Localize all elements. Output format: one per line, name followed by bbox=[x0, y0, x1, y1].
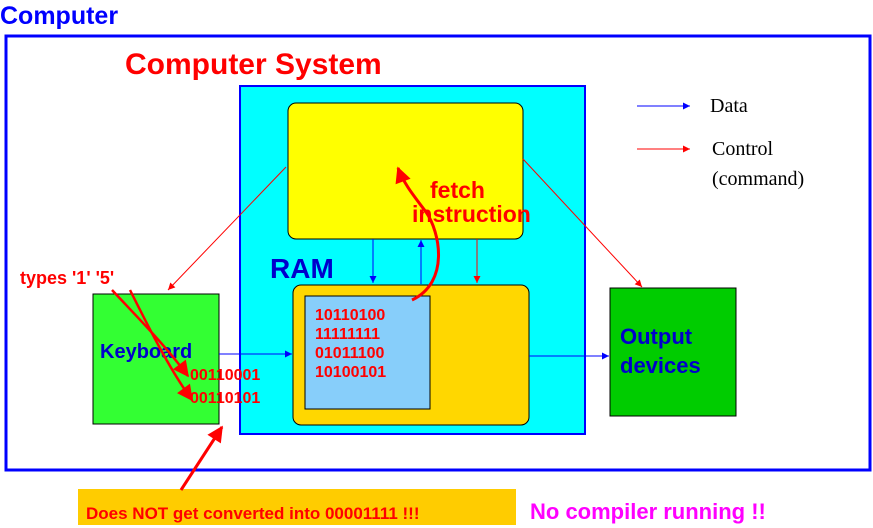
memory-word-1: 10110100 bbox=[315, 307, 385, 324]
keyboard-code-1: 00110001 bbox=[190, 367, 260, 384]
no-compiler-text: No compiler running !! bbox=[530, 499, 766, 524]
warning-text: Does NOT get converted into 00001111 !!! bbox=[86, 504, 420, 523]
keyboard-code-2: 00110101 bbox=[190, 390, 260, 407]
computer-system-title: Computer System bbox=[125, 48, 382, 81]
memory-word-2: 11111111 bbox=[315, 326, 380, 343]
fetch-instruction-arrow bbox=[395, 166, 440, 302]
cpu-to-output-control-arrow bbox=[522, 158, 643, 288]
ram-label: RAM bbox=[270, 253, 334, 284]
output-label-line2: devices bbox=[620, 353, 701, 378]
types-arrow-2 bbox=[128, 289, 194, 402]
legend-data-label: Data bbox=[710, 95, 748, 117]
memory-word-3: 01011100 bbox=[315, 345, 385, 362]
warning-box bbox=[78, 489, 516, 525]
types-annotation: types '1' '5' bbox=[20, 268, 114, 288]
warning-arrow bbox=[179, 425, 224, 491]
computer-title: Computer bbox=[0, 2, 118, 30]
computer-boundary bbox=[4, 34, 872, 472]
output-label-line1: Output bbox=[620, 324, 693, 349]
memory-word-4: 10100101 bbox=[315, 364, 386, 381]
legend-control-label: Control bbox=[712, 138, 774, 160]
keyboard-box bbox=[92, 293, 220, 425]
fetch-label-line2: instruction bbox=[412, 201, 531, 227]
output-box bbox=[609, 287, 737, 417]
memory-cells bbox=[304, 295, 431, 410]
cpu-to-keyboard-control-arrow bbox=[167, 166, 287, 291]
legend-control-sublabel: (command) bbox=[712, 168, 804, 190]
fetch-label-line1: fetch bbox=[430, 177, 485, 203]
keyboard-label: Keyboard bbox=[100, 341, 192, 363]
